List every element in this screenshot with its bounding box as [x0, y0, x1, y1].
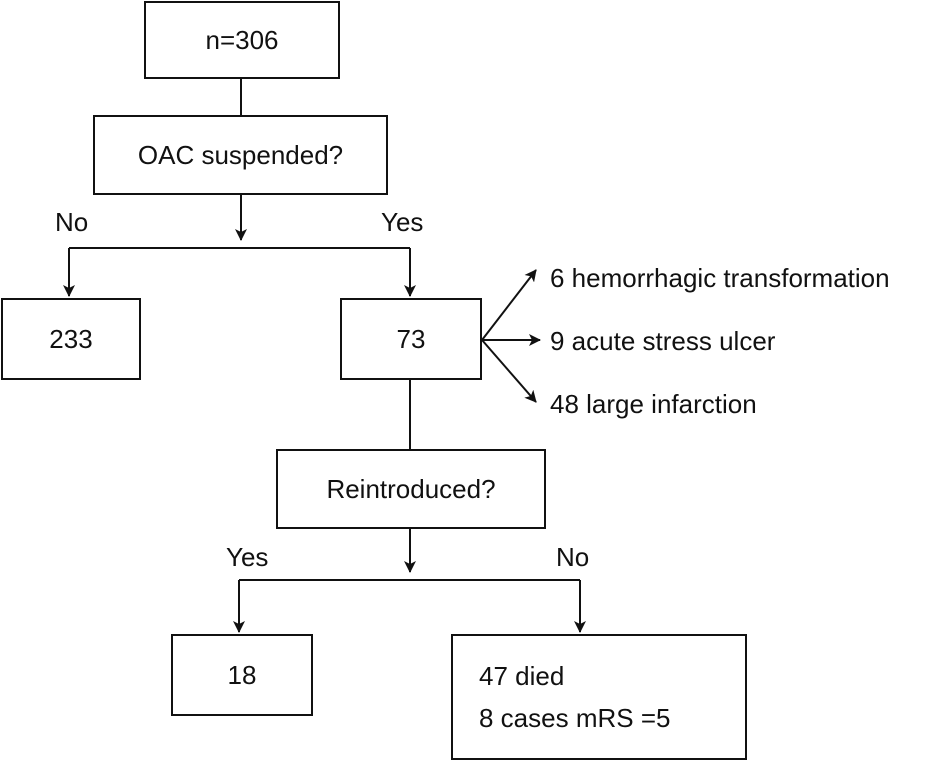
suspended-box: 73 [340, 298, 482, 380]
outcome-died: 47 died [479, 661, 565, 691]
reintroduced-count: 18 [227, 659, 257, 690]
not-suspended-count: 233 [49, 323, 93, 354]
branch-no-label-1: No [55, 207, 89, 237]
root-count: n=306 [205, 24, 279, 55]
branch-yes-label-2: Yes [226, 542, 269, 572]
reintroduced-box: 18 [171, 634, 313, 716]
question-reintroduced: Reintroduced? [276, 449, 546, 529]
outcomes-box: 47 died 8 cases mRS =5 [451, 634, 747, 760]
reason-hemorrhagic: 6 hemorrhagic transformation [550, 263, 890, 293]
branch-no-label-2: No [556, 542, 590, 572]
arrow-reason-hemorrhagic [481, 269, 537, 341]
not-suspended-box: 233 [1, 298, 141, 380]
question-reintroduced-label: Reintroduced? [326, 473, 496, 504]
question-oac-suspended-label: OAC suspended? [137, 139, 344, 170]
root-box: n=306 [144, 1, 340, 79]
question-oac-suspended: OAC suspended? [93, 115, 388, 195]
branch-yes-label-1: Yes [381, 207, 424, 237]
suspended-count: 73 [396, 323, 426, 354]
arrow-reason-infarction [481, 339, 537, 403]
outcome-mrs: 8 cases mRS =5 [479, 703, 671, 733]
reason-stress-ulcer: 9 acute stress ulcer [550, 326, 776, 356]
reason-large-infarction: 48 large infarction [550, 389, 757, 419]
